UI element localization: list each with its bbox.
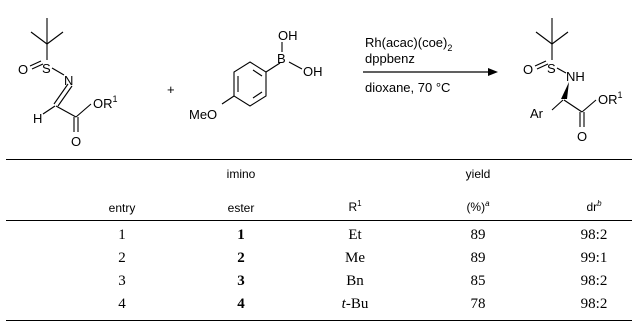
row-4-r1: t-Bu [341, 296, 369, 312]
label-sulfinyl-o: O [18, 62, 28, 77]
header-imino-line1: imino [226, 167, 256, 181]
row-1-entry: 1 [118, 227, 126, 243]
row-1-r1: Et [348, 227, 362, 243]
table-bottom-rule [6, 320, 632, 321]
row-1-yield: 89 [470, 227, 486, 243]
condition-catalyst: Rh(acac)(coe)2 [365, 35, 452, 53]
header-yield-line1: yield [465, 167, 491, 181]
boronic-acid-structure: OH B OH MeO [189, 28, 323, 122]
label-boronic-oh-top: OH [278, 28, 298, 43]
row-2-dr: 99:1 [580, 250, 608, 266]
label-boronic-b: B [277, 51, 286, 66]
label-methoxy: MeO [189, 107, 217, 122]
label-sulfinyl-s: S [42, 61, 51, 76]
reaction-conditions: Rh(acac)(coe)2 dppbenz dioxane, 70 °C [363, 35, 498, 95]
table-top-rule [6, 159, 632, 160]
row-4-dr: 98:2 [580, 296, 608, 312]
reaction-scheme: O S N H OR1 O + OH B OH MeO Rh(acac)(coe… [18, 18, 623, 149]
row-4-ester: 4 [237, 296, 245, 312]
row-2-yield: 89 [470, 250, 486, 266]
arrow-head-icon [488, 68, 498, 76]
row-3-yield: 85 [470, 273, 486, 289]
condition-ligand: dppbenz [365, 51, 415, 66]
condition-solvent-temp: dioxane, 70 °C [365, 80, 450, 95]
header-imino-line2: ester [227, 201, 255, 215]
product-label-ester-or: OR1 [598, 90, 623, 107]
row-2-ester: 2 [237, 250, 245, 266]
header-r1: R1 [348, 199, 362, 214]
row-4-entry: 4 [118, 296, 126, 312]
row-3-ester: 3 [237, 273, 245, 289]
label-boronic-oh-bottom: OH [303, 64, 323, 79]
plus-sign: + [167, 82, 175, 97]
label-imine-n: N [64, 73, 73, 88]
product-structure: O S NH Ar OR1 O [523, 18, 623, 144]
product-label-ester-o: O [577, 129, 587, 144]
stereo-wedge [561, 82, 569, 99]
label-ester-o: O [71, 134, 81, 149]
product-label-sulfinyl-s: S [547, 61, 556, 76]
row-1-dr: 98:2 [580, 227, 608, 243]
label-imine-h: H [33, 111, 42, 126]
row-3-entry: 3 [118, 273, 126, 289]
header-yield-line2: (%)a [466, 199, 490, 214]
label-ester-or: OR1 [93, 94, 118, 111]
product-label-aryl: Ar [530, 106, 544, 121]
header-dr: drb [586, 199, 602, 214]
row-4-yield: 78 [470, 296, 486, 312]
row-1-ester: 1 [237, 227, 245, 243]
table-header-rule [6, 220, 632, 221]
row-2-entry: 2 [118, 250, 126, 266]
row-3-r1: Bn [346, 273, 364, 289]
product-label-sulfinyl-o: O [523, 62, 533, 77]
imino-ester-structure: O S N H OR1 O [18, 18, 118, 149]
product-label-nh: NH [566, 69, 585, 84]
row-3-dr: 98:2 [580, 273, 608, 289]
header-entry: entry [108, 201, 136, 215]
row-2-r1: Me [345, 250, 365, 266]
